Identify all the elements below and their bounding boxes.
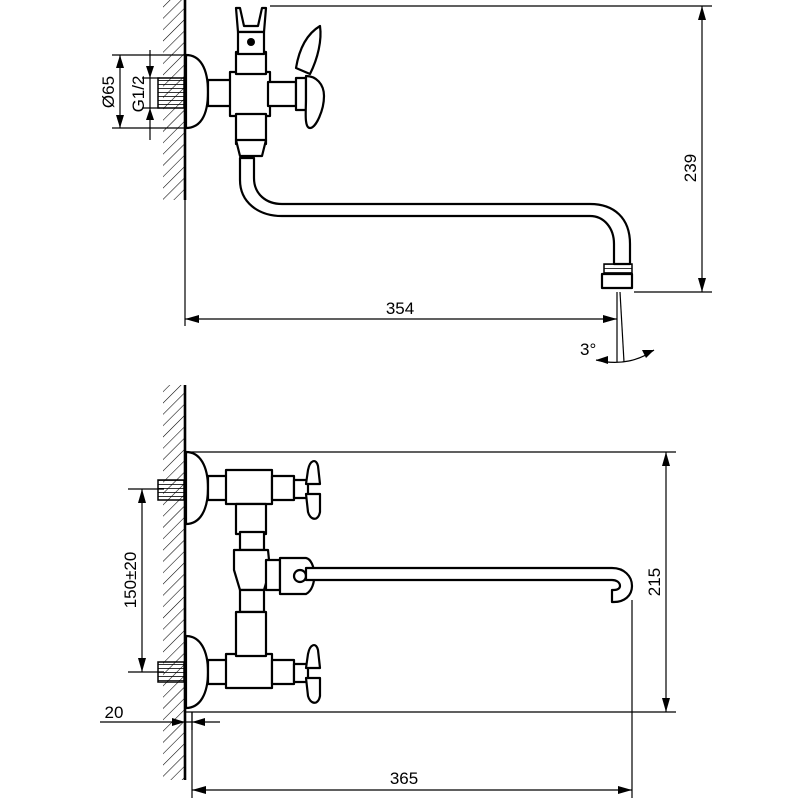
mixer-column	[232, 502, 272, 658]
dim-height-215-label: 215	[645, 568, 664, 596]
dim-spacing-150: 150±20	[121, 488, 164, 673]
top-view: 239 354 3° Ø65	[99, 0, 712, 364]
dim-offset-20: 20	[100, 703, 220, 730]
dim-width-354: 354	[184, 200, 618, 362]
dim-spacing-150-label: 150±20	[121, 552, 140, 609]
dim-diameter-65: Ø65	[99, 54, 186, 129]
aerator-top	[603, 263, 633, 275]
mixer-nut-top	[234, 138, 268, 158]
mixer-body-top	[228, 70, 272, 118]
upper-valve	[184, 450, 322, 526]
dim-height-239-label: 239	[681, 154, 700, 182]
aerator-tip-top	[600, 272, 634, 290]
dim-thread-g12-label: G1/2	[129, 76, 148, 113]
dim-width-354-label: 354	[386, 299, 414, 318]
shower-holder-icon	[234, 6, 268, 56]
dim-offset-20-label: 20	[105, 703, 124, 722]
spout-top	[238, 156, 632, 266]
dim-width-365-label: 365	[390, 769, 418, 788]
dim-width-365: 365	[191, 600, 633, 798]
dim-thread-g12: G1/2	[129, 50, 160, 140]
valve-handle-top	[266, 24, 326, 130]
dim-diameter-65-label: Ø65	[99, 76, 118, 108]
thread-stub-upper	[157, 479, 185, 501]
dim-height-215: 215	[186, 451, 676, 713]
bottom-view: 150±20 215 20 365	[100, 385, 676, 798]
thread-stub-top	[157, 77, 185, 109]
dim-angle-3: 3°	[580, 291, 655, 364]
dim-height-239: 239	[270, 5, 712, 293]
mixer-upper-top	[234, 50, 268, 76]
spout-bottom	[304, 566, 634, 604]
dim-angle-3-label: 3°	[580, 340, 596, 359]
wall-flange-top	[184, 53, 210, 130]
connector-top	[206, 78, 234, 108]
